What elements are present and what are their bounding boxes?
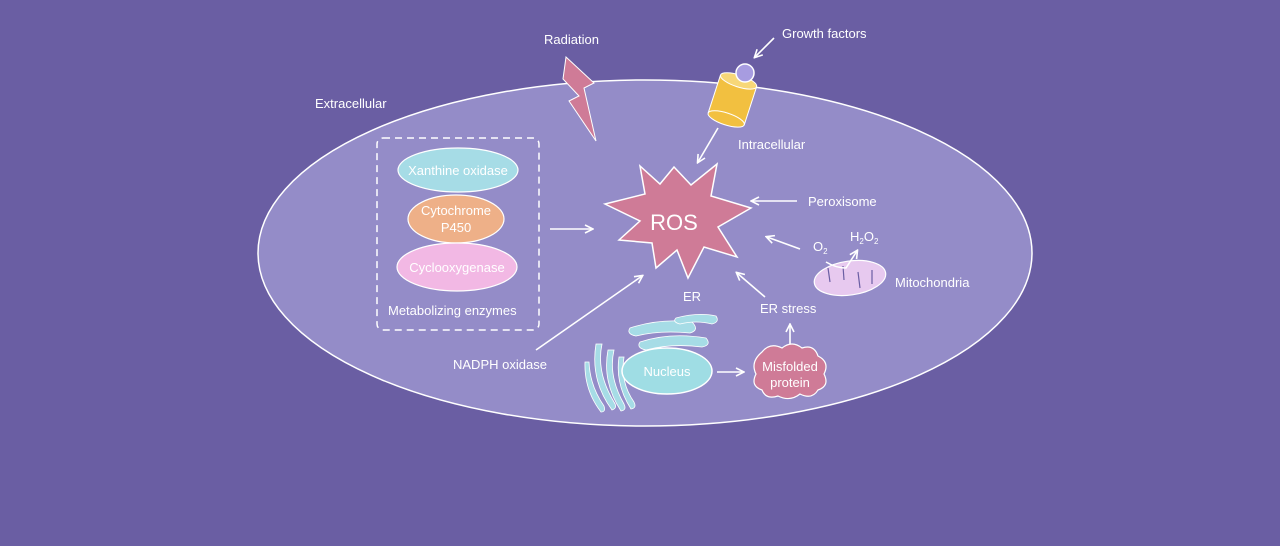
cytochrome-label-line1: Cytochrome bbox=[421, 203, 491, 218]
misfolded-protein-blob bbox=[753, 343, 827, 400]
nucleus-ellipse bbox=[621, 347, 713, 395]
peroxisome-label: Peroxisome bbox=[808, 194, 877, 209]
cyclooxygenase-ellipse bbox=[396, 242, 518, 292]
radiation-label: Radiation bbox=[544, 32, 599, 47]
ros-label: ROS bbox=[650, 210, 698, 235]
extracellular-label: Extracellular bbox=[315, 96, 387, 111]
nadph-oxidase-label: NADPH oxidase bbox=[453, 357, 547, 372]
o2-label: O2 bbox=[813, 239, 828, 256]
er-stress-to-ros-arrow bbox=[737, 273, 766, 298]
misfolded-label-line1: Misfolded bbox=[762, 359, 818, 374]
metabolizing-enzymes-caption: Metabolizing enzymes bbox=[388, 303, 517, 318]
mitochondria-icon bbox=[813, 259, 887, 297]
mitochondria-to-ros-arrow bbox=[767, 237, 801, 250]
er-stress-label: ER stress bbox=[760, 301, 817, 316]
cyclooxygenase-label: Cyclooxygenase bbox=[409, 260, 504, 275]
mitochondria-cristae bbox=[827, 265, 873, 289]
o2-to-h2o2-arrow bbox=[825, 251, 857, 269]
er-label: ER bbox=[683, 289, 701, 304]
cytochrome-label-line2: P450 bbox=[441, 220, 471, 235]
growth-factor-arrow bbox=[755, 37, 775, 57]
receptor-to-ros-arrow bbox=[698, 127, 719, 162]
nucleus-label: Nucleus bbox=[644, 364, 691, 379]
er-membranes-icon bbox=[584, 314, 718, 413]
growth-factor-ligand-icon bbox=[735, 63, 755, 83]
h2o2-label: H2O2 bbox=[850, 229, 879, 246]
mitochondria-label: Mitochondria bbox=[895, 275, 970, 290]
xanthine-oxidase-label: Xanthine oxidase bbox=[408, 163, 508, 178]
growth-factors-label: Growth factors bbox=[782, 26, 867, 41]
ros-burst bbox=[602, 162, 753, 280]
xanthine-oxidase-ellipse bbox=[397, 147, 519, 193]
intracellular-label: Intracellular bbox=[738, 137, 806, 152]
nadph-to-ros-arrow bbox=[535, 276, 642, 351]
radiation-bolt-icon bbox=[562, 55, 597, 142]
misfolded-label-line2: protein bbox=[770, 375, 810, 390]
metabolizing-enzymes-box bbox=[376, 137, 540, 331]
